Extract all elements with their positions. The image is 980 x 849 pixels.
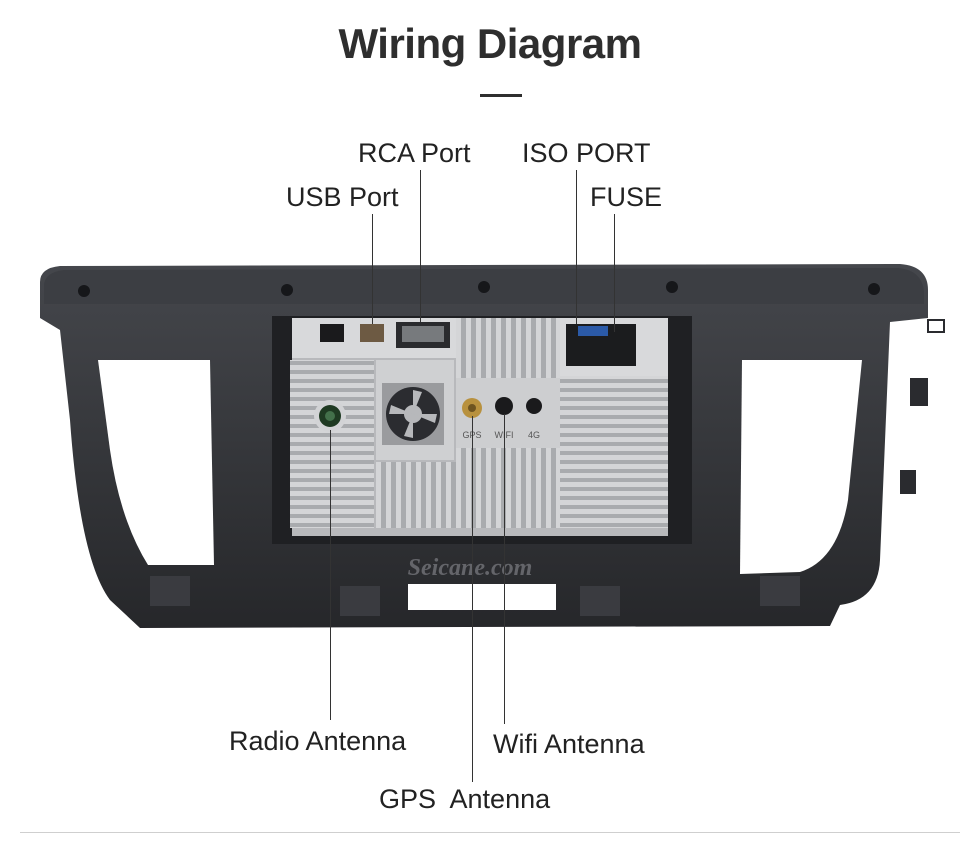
gps-antenna-socket xyxy=(462,398,482,418)
label-rca-port: RCA Port xyxy=(358,138,471,168)
rca-port-connector xyxy=(396,322,450,348)
leader-wifi-antenna xyxy=(504,414,505,724)
label-radio-antenna: Radio Antenna xyxy=(229,726,407,756)
title-underline xyxy=(480,94,522,97)
label-iso-port: ISO PORT xyxy=(522,138,651,168)
4g-socket-label: 4G xyxy=(528,430,540,440)
label-wifi-antenna: Wifi Antenna xyxy=(493,729,645,759)
label-usb-port: USB Port xyxy=(286,182,399,212)
4g-antenna-socket xyxy=(526,398,542,414)
cooling-fan xyxy=(382,383,444,445)
watermark: Seicane.com xyxy=(408,555,533,581)
leader-iso-port xyxy=(576,170,577,324)
leader-radio-antenna xyxy=(330,430,331,720)
bottom-divider xyxy=(20,832,960,833)
usb-socket xyxy=(360,324,384,342)
iso-port-connector xyxy=(566,324,636,366)
leader-gps-antenna xyxy=(472,416,473,782)
leader-fuse xyxy=(614,214,615,332)
radio-antenna-socket xyxy=(314,400,346,432)
diagram-title: Wiring Diagram xyxy=(338,20,643,67)
leader-usb-port xyxy=(372,214,373,324)
label-gps-antenna: GPS Antenna xyxy=(379,784,551,814)
wifi-antenna-socket xyxy=(495,397,513,415)
leader-rca-port xyxy=(420,170,421,322)
usb-port-connector xyxy=(320,324,344,342)
label-fuse: FUSE xyxy=(590,182,663,212)
